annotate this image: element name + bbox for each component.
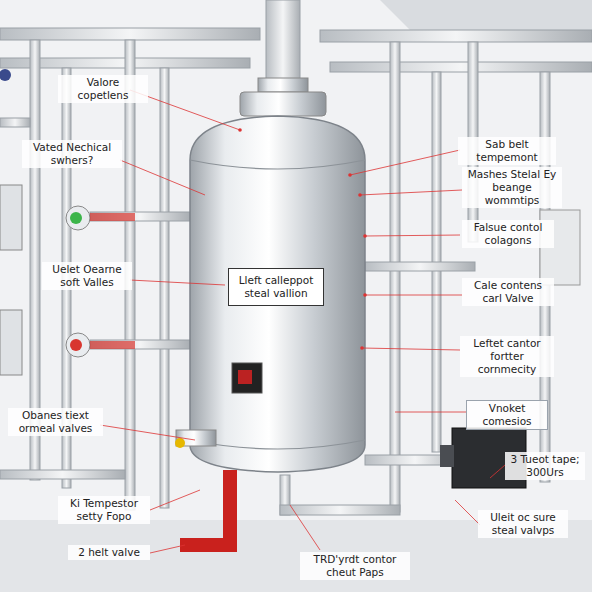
callout-label: 2 helt valve: [68, 545, 150, 560]
callout-box: Lleft calleppot steal vallion: [228, 268, 324, 306]
tank-seam: [190, 160, 365, 169]
callout-label: 3 Tueot tape; 300Urs: [505, 452, 585, 480]
callout-label: Obanes tiext ormeal valves: [8, 408, 103, 436]
tank-body: [190, 116, 365, 472]
valve-handle: [70, 212, 82, 224]
control-panel: [232, 363, 262, 393]
callout-label: Ki Tempestor setty Fopo: [58, 496, 150, 524]
wall-bracket: [0, 310, 22, 375]
callout-label: Leftet cantor fortter cornmecity: [460, 336, 554, 377]
valve-body: [66, 333, 90, 357]
callout-label: Uelet Oearne soft Valles: [42, 262, 132, 290]
valve-handle: [70, 339, 82, 351]
callout-label: Vnoket comesios: [466, 400, 548, 430]
gauge: [0, 69, 11, 81]
callout-label: Sab belt tempemont: [458, 137, 556, 165]
valve-stem: [90, 213, 135, 221]
callout-label: Vated Nechical swhers?: [22, 140, 122, 168]
callout-label: Uleit oc sure steal valvps: [478, 510, 568, 538]
control-box-flange: [440, 445, 454, 467]
flue-collar: [258, 78, 308, 92]
valve-handle: [175, 438, 185, 448]
leader-dots: [238, 128, 367, 350]
callout-label: Cale contens carl Valve: [462, 278, 554, 306]
valve-body: [66, 206, 90, 230]
callout-label: Mashes Stelal Ey beange wommtips: [462, 167, 562, 208]
control-display: [238, 370, 252, 384]
flue-collar: [240, 92, 326, 116]
valve-stem: [90, 341, 135, 349]
callout-text: Lleft calleppot steal vallion: [233, 274, 319, 300]
wall-bracket: [0, 185, 22, 250]
red-pipe: [180, 470, 230, 545]
callout-label: TRD'yrdt contor cheut Paps: [300, 552, 410, 580]
pipework: [0, 28, 592, 515]
callout-label: Valore copetlens: [58, 75, 148, 103]
callout-label: Falsue contol colagons: [462, 220, 554, 248]
leader-lines: [100, 90, 505, 553]
